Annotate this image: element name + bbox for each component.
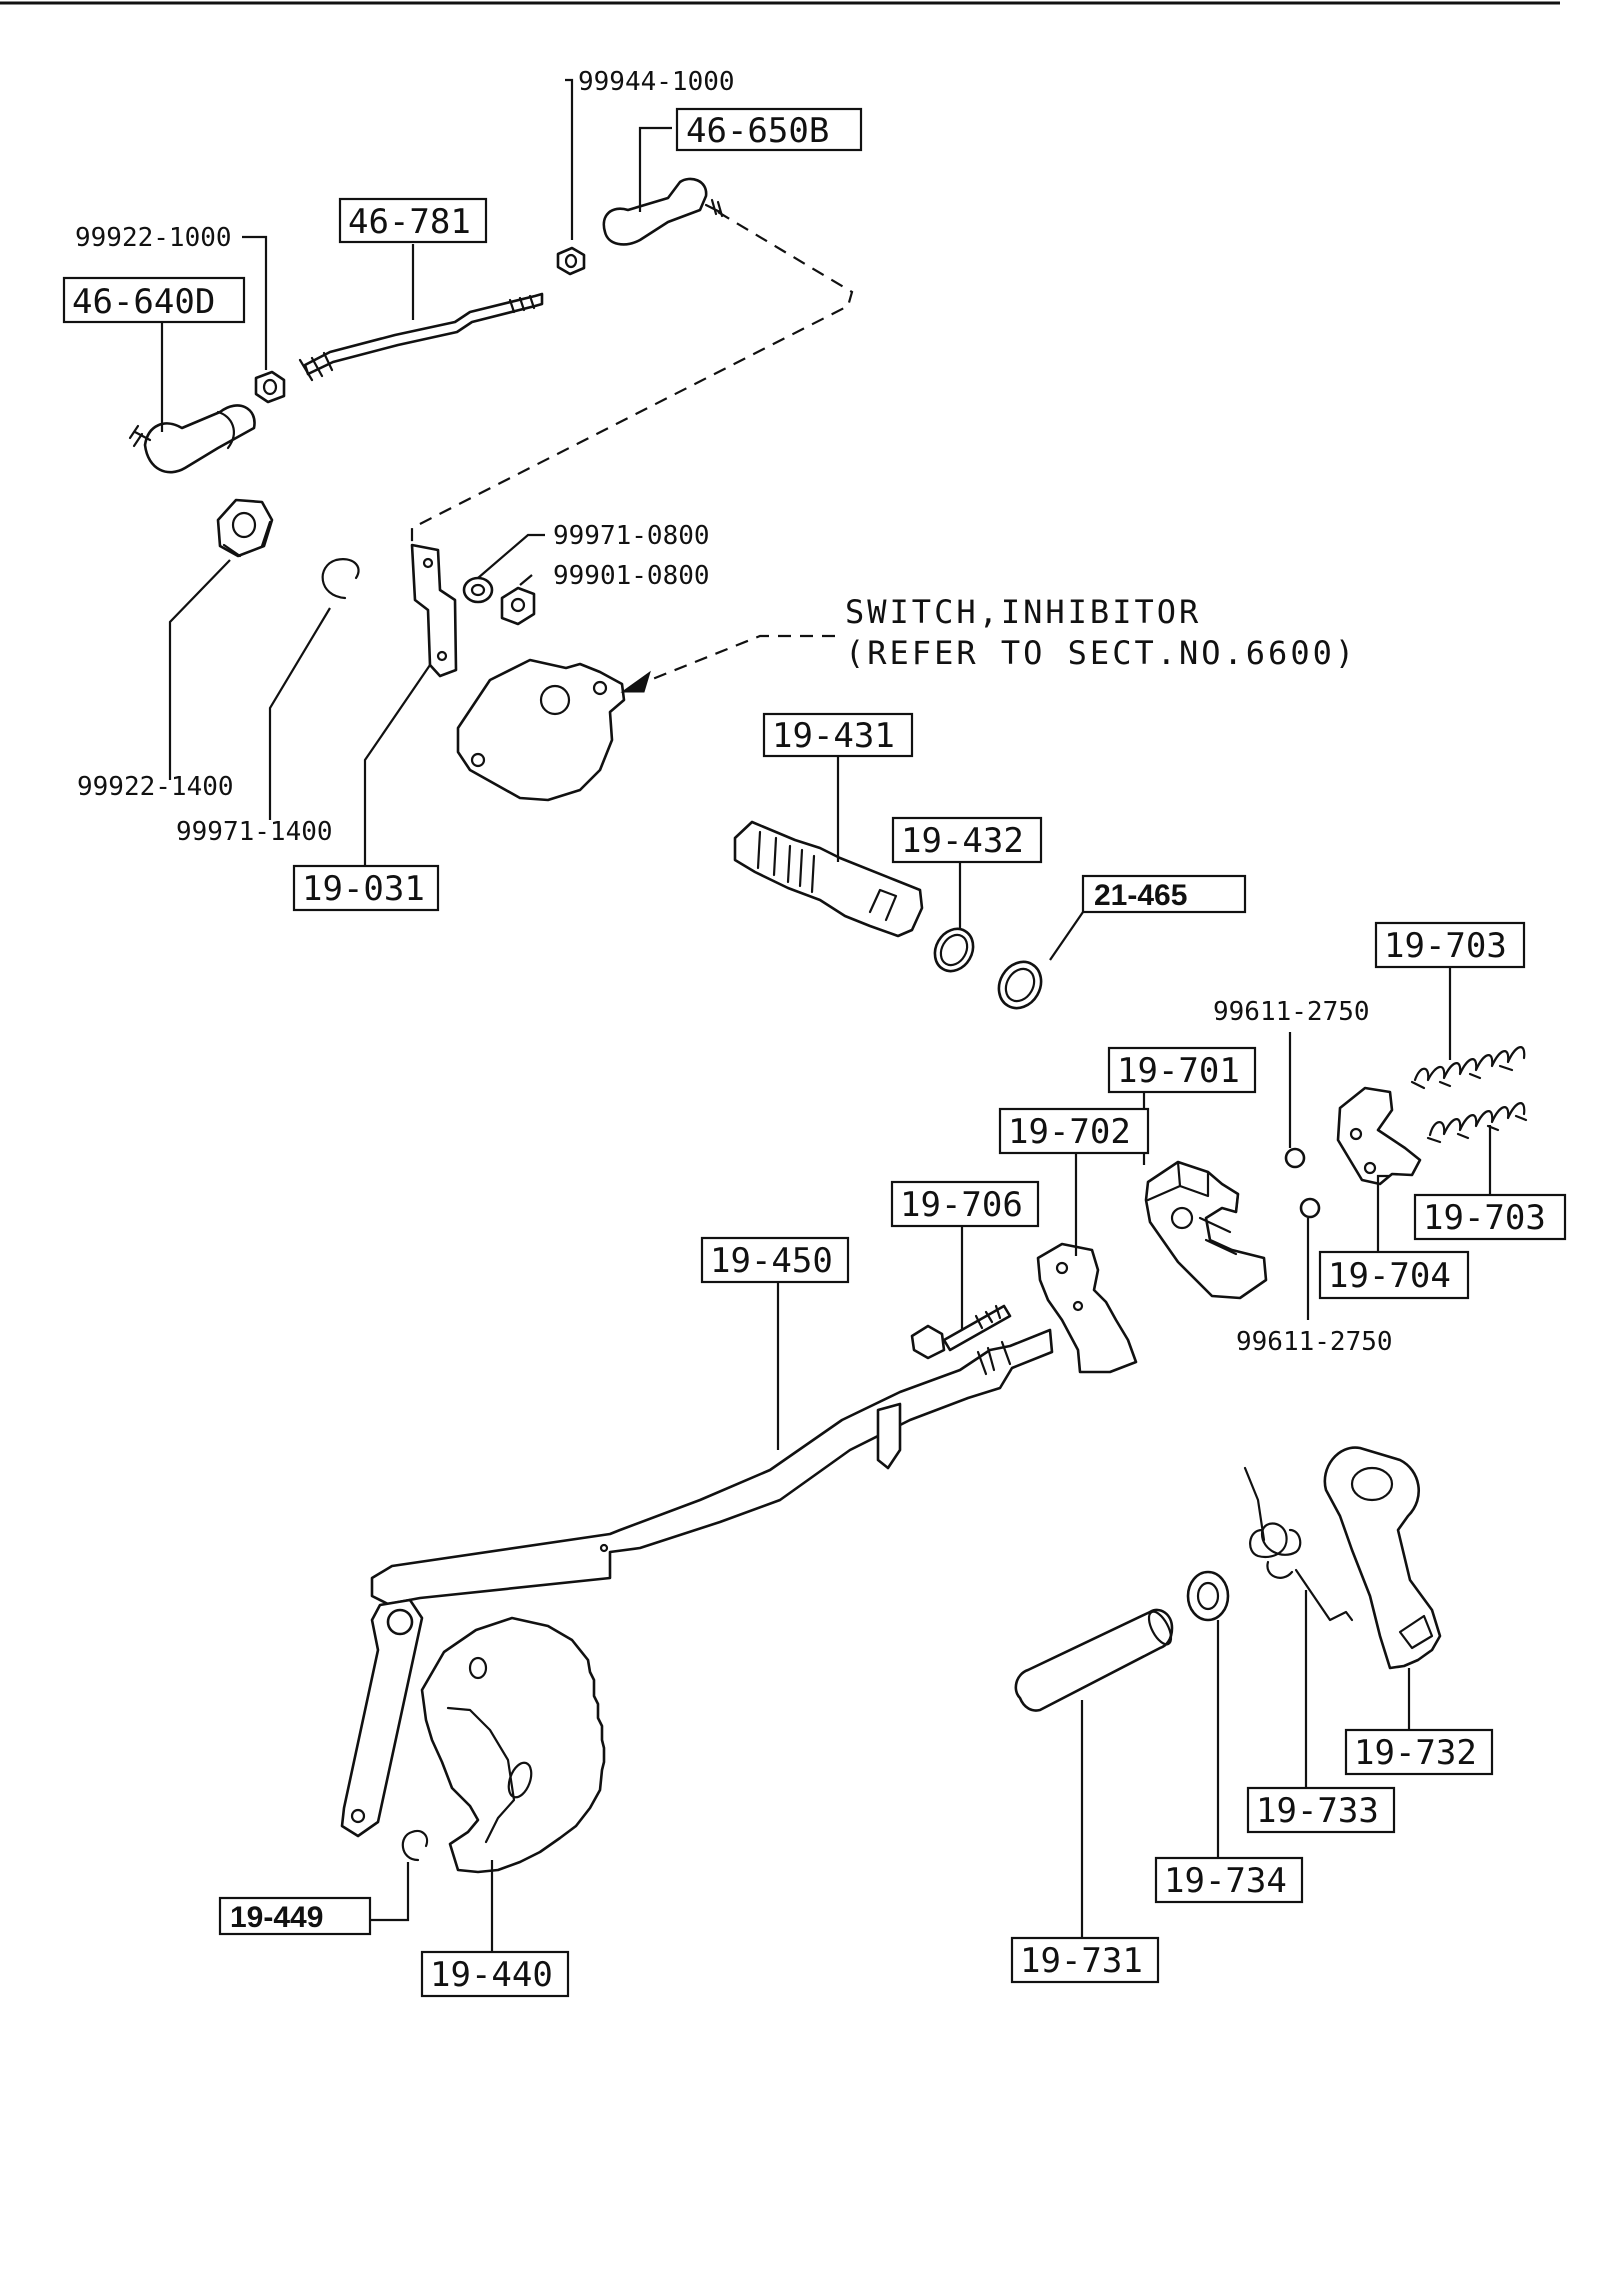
- label-99611-2750-top: 99611-2750: [1213, 997, 1370, 1027]
- label-19-731: 19-731: [1020, 1941, 1143, 1981]
- shaft-assembly: [733, 820, 1043, 1010]
- label-99944-1000: 99944-1000: [578, 67, 735, 97]
- leader-lines: [160, 78, 1492, 1952]
- label-19-449: 19-449: [230, 1901, 323, 1934]
- label-99971-0800: 99971-0800: [553, 521, 710, 551]
- label-99901-0800: 99901-0800: [553, 561, 710, 591]
- label-46-781: 46-781: [348, 202, 471, 242]
- switch-note-line2: (REFER TO SECT.NO.6600): [845, 634, 1357, 672]
- detent-assembly: [910, 1046, 1528, 1374]
- switch-note-line1: SWITCH,INHIBITOR: [845, 593, 1201, 631]
- label-19-031: 19-031: [302, 869, 425, 909]
- label-19-440: 19-440: [430, 1955, 553, 1995]
- label-99971-1400: 99971-1400: [176, 817, 333, 847]
- label-19-704: 19-704: [1328, 1256, 1451, 1296]
- label-19-431: 19-431: [772, 716, 895, 756]
- label-19-701: 19-701: [1117, 1051, 1240, 1091]
- label-99611-2750-bottom: 99611-2750: [1236, 1327, 1393, 1357]
- label-19-702: 19-702: [1008, 1112, 1131, 1152]
- label-19-703-bottom: 19-703: [1423, 1198, 1546, 1238]
- label-99922-1400: 99922-1400: [77, 772, 234, 802]
- label-46-640D: 46-640D: [72, 282, 215, 322]
- lever-pin-group: [1014, 1446, 1442, 1712]
- label-19-733: 19-733: [1256, 1791, 1379, 1831]
- label-19-450: 19-450: [710, 1241, 833, 1281]
- label-19-703-top: 19-703: [1384, 926, 1507, 966]
- label-19-706: 19-706: [900, 1185, 1023, 1225]
- arrowhead-icon: [620, 670, 651, 693]
- detent-plate: [401, 1616, 606, 1874]
- label-21-465: 21-465: [1094, 879, 1187, 912]
- manual-shaft-lever: [340, 1328, 1054, 1838]
- label-19-732: 19-732: [1354, 1733, 1477, 1773]
- callout-labels: 99944-1000 46-650B 99922-1000 46-781 46-…: [62, 67, 1567, 1998]
- label-99922-1000: 99922-1000: [75, 223, 232, 253]
- label-19-432: 19-432: [901, 821, 1024, 861]
- rod-assembly: [128, 177, 854, 802]
- label-19-734: 19-734: [1164, 1861, 1287, 1901]
- switch-reference-note: SWITCH,INHIBITOR (REFER TO SECT.NO.6600): [620, 593, 1357, 693]
- label-46-650B: 46-650B: [686, 111, 829, 151]
